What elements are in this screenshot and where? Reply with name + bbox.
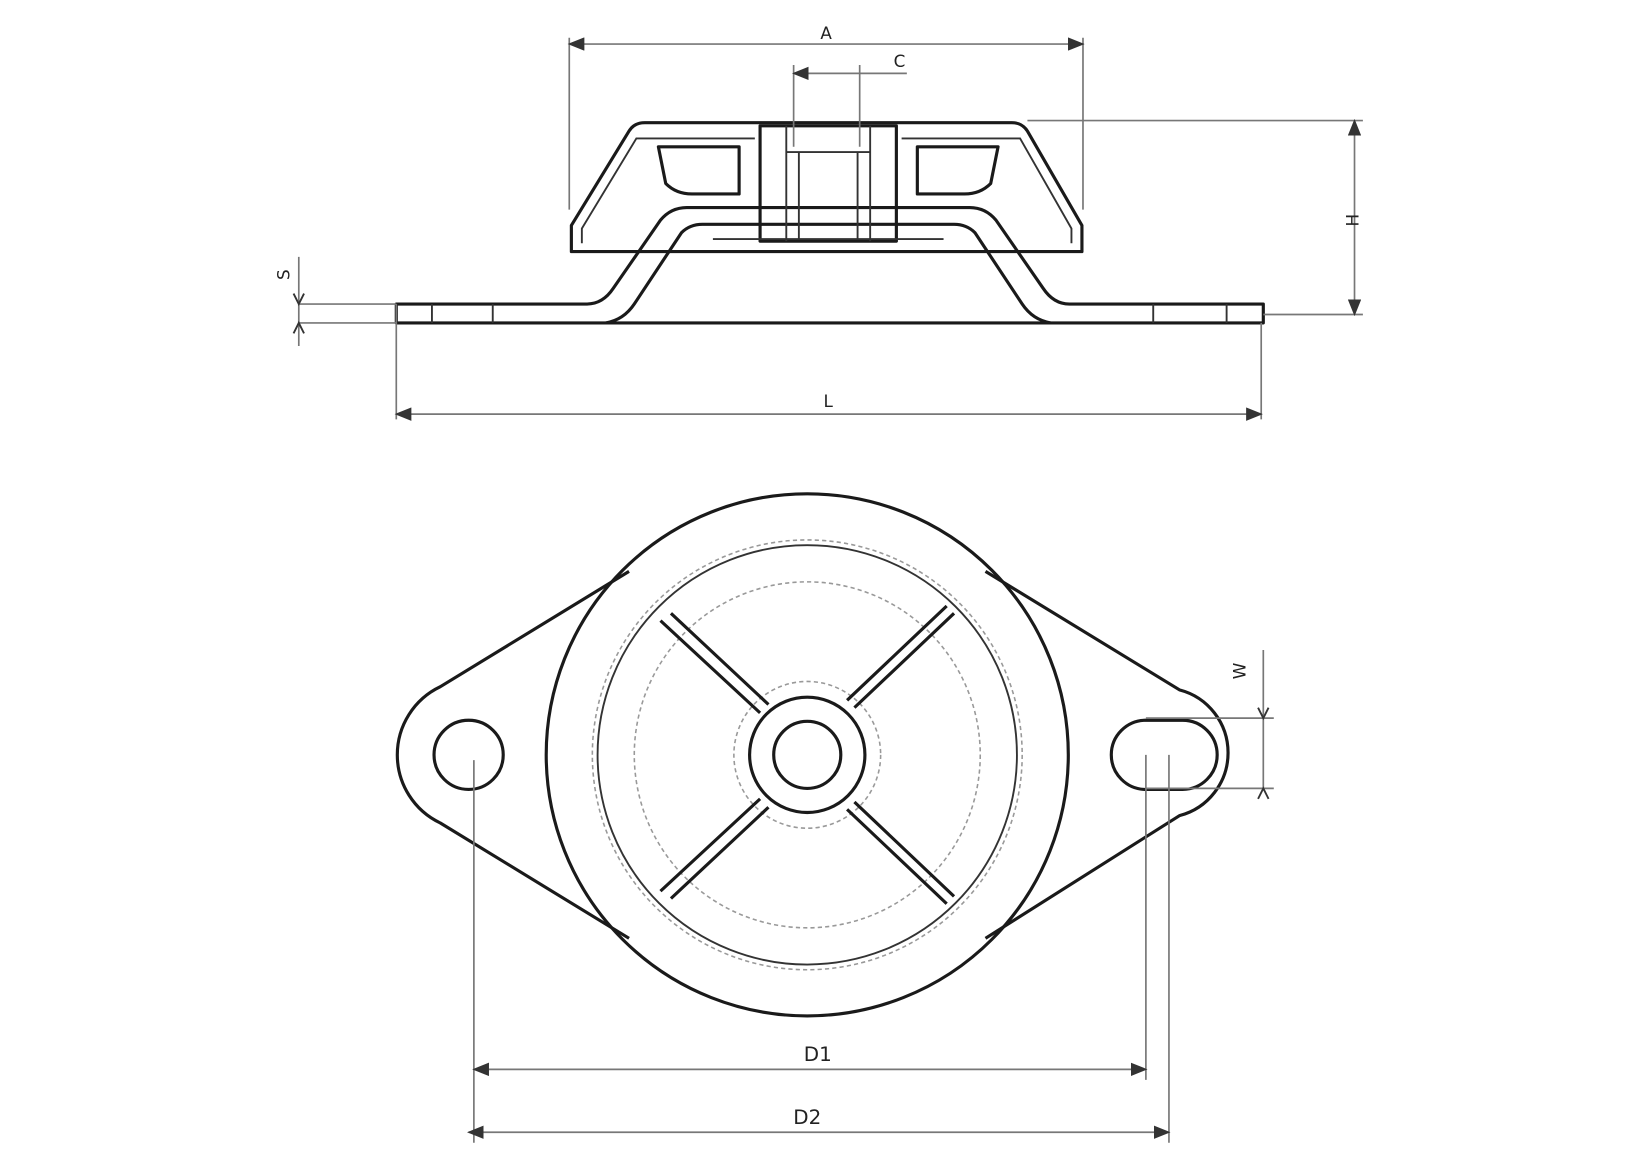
flange — [395, 570, 1230, 940]
label-A: A — [820, 23, 832, 43]
label-D1: D1 — [804, 1043, 832, 1066]
side-view: A C H S L — [273, 23, 1363, 421]
label-H: H — [1343, 214, 1363, 227]
label-D2: D2 — [793, 1106, 821, 1129]
housing-cap — [569, 121, 1084, 254]
mount-slot-right — [1109, 718, 1219, 792]
label-W: W — [1229, 662, 1249, 679]
mount-hole-left — [432, 718, 505, 792]
label-S: S — [273, 269, 293, 280]
label-C: C — [894, 51, 906, 71]
cross-ribs — [659, 604, 956, 905]
label-L: L — [824, 391, 834, 411]
body-outer — [544, 492, 1070, 1018]
center-hub — [758, 124, 898, 243]
top-view: D1 D2 W — [395, 492, 1274, 1143]
hub-outer — [748, 695, 867, 815]
base-plate — [394, 206, 1265, 325]
hub-hole — [772, 719, 843, 790]
